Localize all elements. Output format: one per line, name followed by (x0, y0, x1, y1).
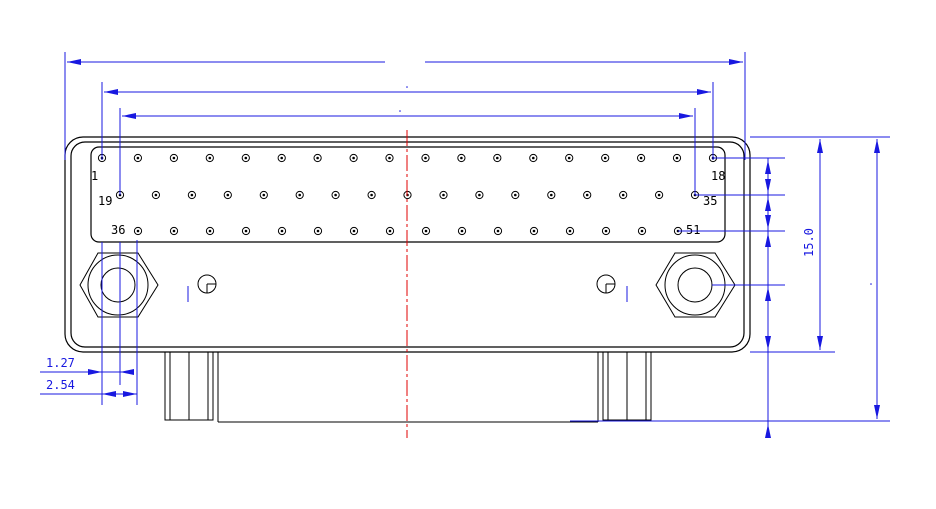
pin-contact (367, 190, 376, 200)
pin-contact (601, 226, 611, 236)
pin-contact (439, 190, 448, 200)
pin-contact (133, 153, 142, 163)
pin-contact (349, 153, 358, 163)
pin-contact (205, 226, 215, 236)
pin-label-18: 18 (711, 169, 725, 183)
pin-label-19: 19 (98, 194, 112, 208)
pin-contact (529, 153, 538, 163)
pin-contact (565, 153, 574, 163)
left-polarization-key (187, 274, 217, 302)
pin-contact (259, 190, 268, 200)
pin-contact (385, 153, 394, 163)
pin-contact (295, 190, 304, 200)
pin-contact (349, 226, 359, 236)
pin-contact (169, 226, 179, 236)
pin-contact (493, 226, 503, 236)
pin-contact (277, 153, 286, 163)
pin-contact (241, 153, 250, 163)
left-standoff (164, 351, 214, 421)
pin-contact (151, 190, 160, 200)
pin-contact (169, 153, 178, 163)
pin-array (97, 153, 718, 236)
pin-contact (457, 226, 467, 236)
left-mounting-nut (79, 252, 159, 318)
pin-contact (223, 190, 232, 200)
row-1-span-dimension (101, 82, 714, 160)
pitch-label: 2.54 (46, 378, 75, 392)
pin-contact (457, 153, 466, 163)
pin-contact (511, 190, 520, 200)
pin-contact (187, 190, 196, 200)
pin-contact (331, 190, 340, 200)
right-polarization-key (596, 274, 628, 302)
pin-contact (601, 153, 610, 163)
pitch-dimensions (40, 240, 138, 405)
height-dimension-label: 15.0 (802, 228, 816, 257)
overall-width-dimension (64, 52, 746, 160)
pin-contact (205, 153, 214, 163)
row-2-span-dimension (119, 108, 696, 195)
pin-contact (475, 190, 484, 200)
pin-contact (637, 226, 647, 236)
pin-contact (421, 226, 431, 236)
pin-contact (565, 226, 575, 236)
pin-contact (241, 226, 251, 236)
pin-contact (277, 226, 287, 236)
rear-shell (160, 346, 656, 423)
pin-contact (421, 153, 430, 163)
pin-contact (672, 153, 682, 163)
pin-contact (547, 190, 556, 200)
pin-contact (313, 226, 323, 236)
pin-contact (493, 153, 502, 163)
pin-contact (583, 190, 592, 200)
right-standoff (602, 351, 652, 421)
pin-label-51: 51 (686, 223, 700, 237)
pin-contact (529, 226, 539, 236)
pin-contact (133, 226, 143, 236)
height-15-dimension (750, 136, 835, 353)
overall-height-dimension (570, 136, 890, 422)
pin-contact (313, 153, 322, 163)
pin-label-1: 1 (91, 169, 98, 183)
pin-contact (655, 190, 664, 200)
pin-label-35: 35 (703, 194, 717, 208)
half-pitch-label: 1.27 (46, 356, 75, 370)
pin-contact (637, 153, 646, 163)
pin-contact (385, 226, 395, 236)
pin-label-36: 36 (111, 223, 125, 237)
pin-row-vertical-dimensions (678, 157, 785, 438)
pin-contact (619, 190, 628, 200)
